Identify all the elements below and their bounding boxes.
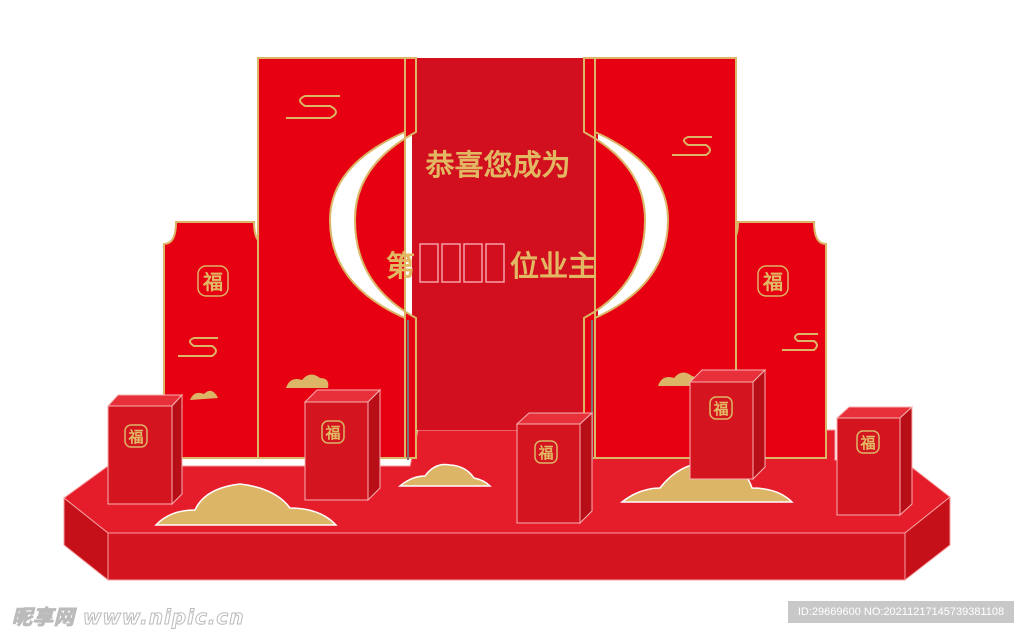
fu-seal-icon	[124, 265, 880, 464]
watermark-logo: 昵享网 www.nipic.cn	[12, 605, 245, 630]
gift-box	[515, 411, 594, 525]
subline-prefix: 第	[386, 249, 415, 283]
fu-seal-glyph: 福	[762, 270, 783, 294]
gift-box	[303, 388, 382, 502]
number-boxes	[419, 243, 505, 283]
left-pillar	[353, 57, 417, 459]
center-panel	[412, 58, 598, 430]
platform-front	[107, 532, 906, 581]
fu-seal-glyph: 福	[127, 428, 143, 446]
fu-seal-glyph: 福	[859, 434, 875, 452]
left-tall-panel	[257, 57, 406, 459]
fu-seal-glyph: 福	[324, 424, 340, 442]
right-tall-panel	[594, 57, 737, 459]
gift-box	[835, 405, 914, 517]
swirl-decoration	[178, 95, 818, 357]
platform-left-side	[63, 496, 109, 582]
right-pillar	[583, 57, 647, 459]
gift-box	[688, 368, 767, 481]
gift-box	[106, 393, 184, 506]
fu-seal-glyph: 福	[537, 444, 553, 462]
headline-text: 恭喜您成为	[424, 148, 570, 182]
subline-suffix: 位业主	[510, 249, 597, 283]
fu-seal-glyph: 福	[202, 270, 223, 294]
watermark-id: ID:29669600 NO:20211217145739381108	[788, 601, 1014, 623]
fu-seal-glyph: 福	[712, 400, 728, 418]
cloud-ornament	[190, 372, 699, 400]
platform-right-side	[904, 495, 951, 582]
